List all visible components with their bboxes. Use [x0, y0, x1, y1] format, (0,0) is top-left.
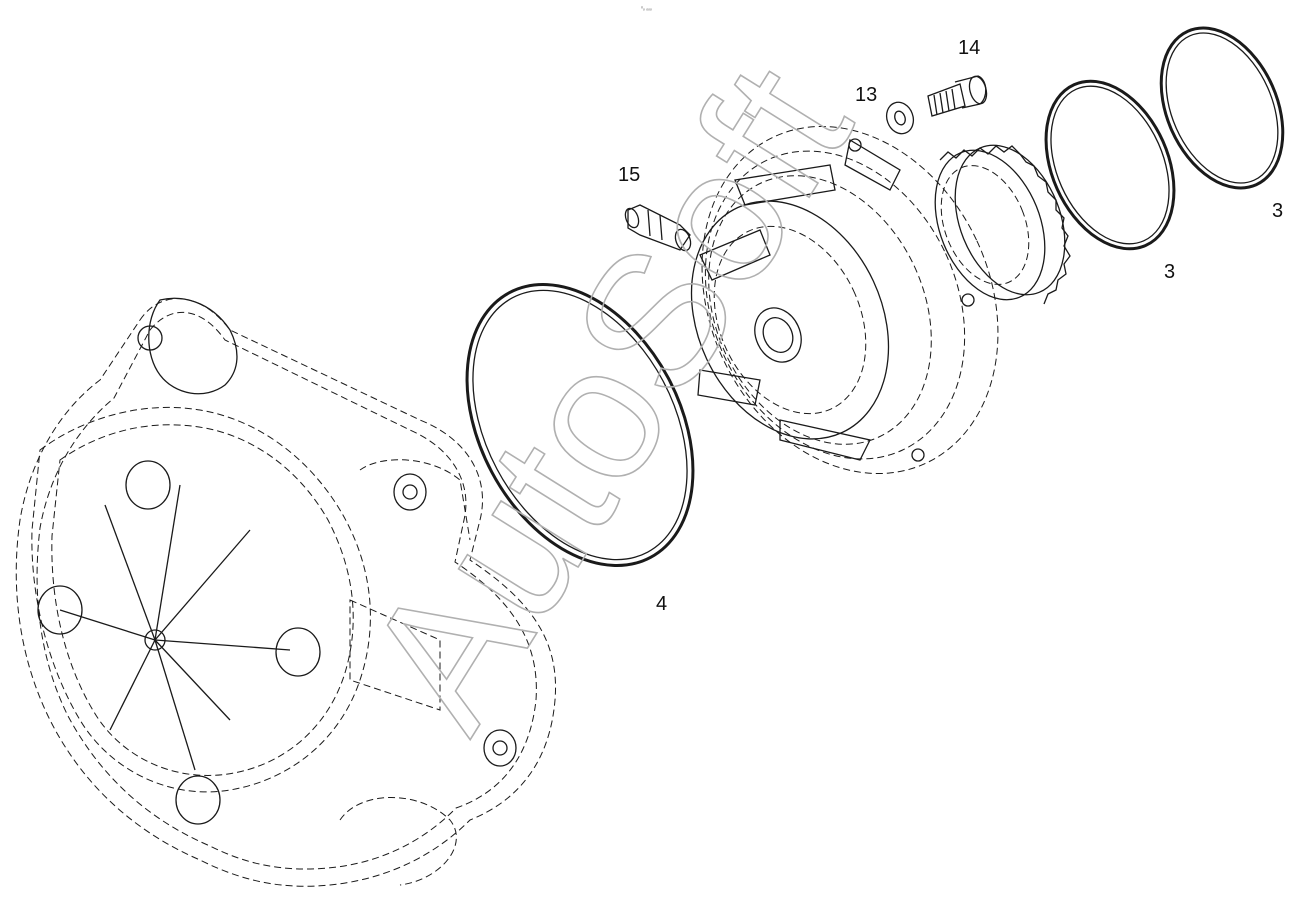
housing-cover	[15, 297, 557, 887]
pump-assembly	[690, 125, 999, 475]
header-mark: ⁰ₒ ₒₒₒ	[641, 6, 652, 12]
callout-4: 4	[656, 593, 668, 615]
o-ring-small-2	[1159, 26, 1285, 190]
callout-15: 15	[618, 164, 641, 186]
callout-13: 13	[855, 84, 878, 106]
callout-14: 14	[958, 37, 981, 59]
gear	[934, 144, 1071, 305]
watermark: AutoSoft	[324, 31, 892, 763]
o-ring-large	[465, 282, 695, 568]
o-ring-small-1	[1044, 79, 1176, 251]
callout-3-right: 3	[1272, 200, 1284, 222]
fitting	[624, 204, 692, 252]
washer	[885, 101, 915, 135]
bolt	[927, 75, 988, 117]
callout-3-left: 3	[1164, 261, 1176, 283]
watermark-text: AutoSoft	[325, 31, 891, 761]
